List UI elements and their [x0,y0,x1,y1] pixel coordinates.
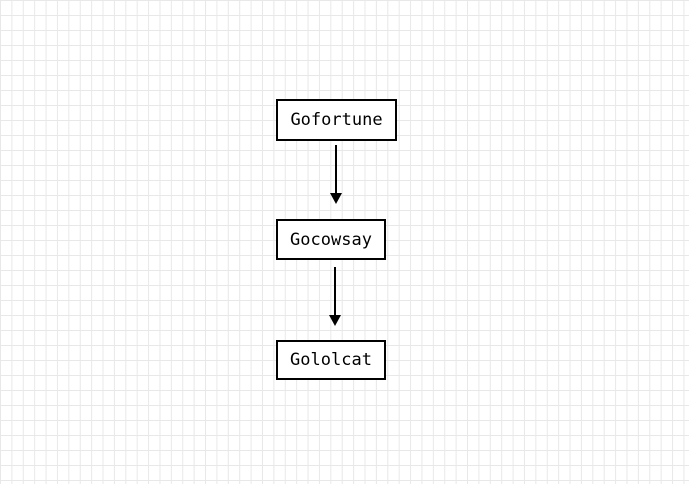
node-label: Gofortune [290,110,383,130]
node-label: Gocowsay [290,229,372,250]
edge-gocowsay-to-gololcat [328,267,341,326]
flowchart-node-gofortune: Gofortune [276,99,397,141]
flowchart-node-gololcat: Gololcat [276,340,386,380]
arrow-line [333,267,336,315]
arrowhead-down-icon [329,193,342,204]
arrowhead-down-icon [328,315,341,326]
edge-gofortune-to-gocowsay [329,145,342,204]
node-label: Gololcat [290,350,372,370]
arrow-line [334,145,337,193]
flowchart-node-gocowsay: Gocowsay [276,219,386,260]
